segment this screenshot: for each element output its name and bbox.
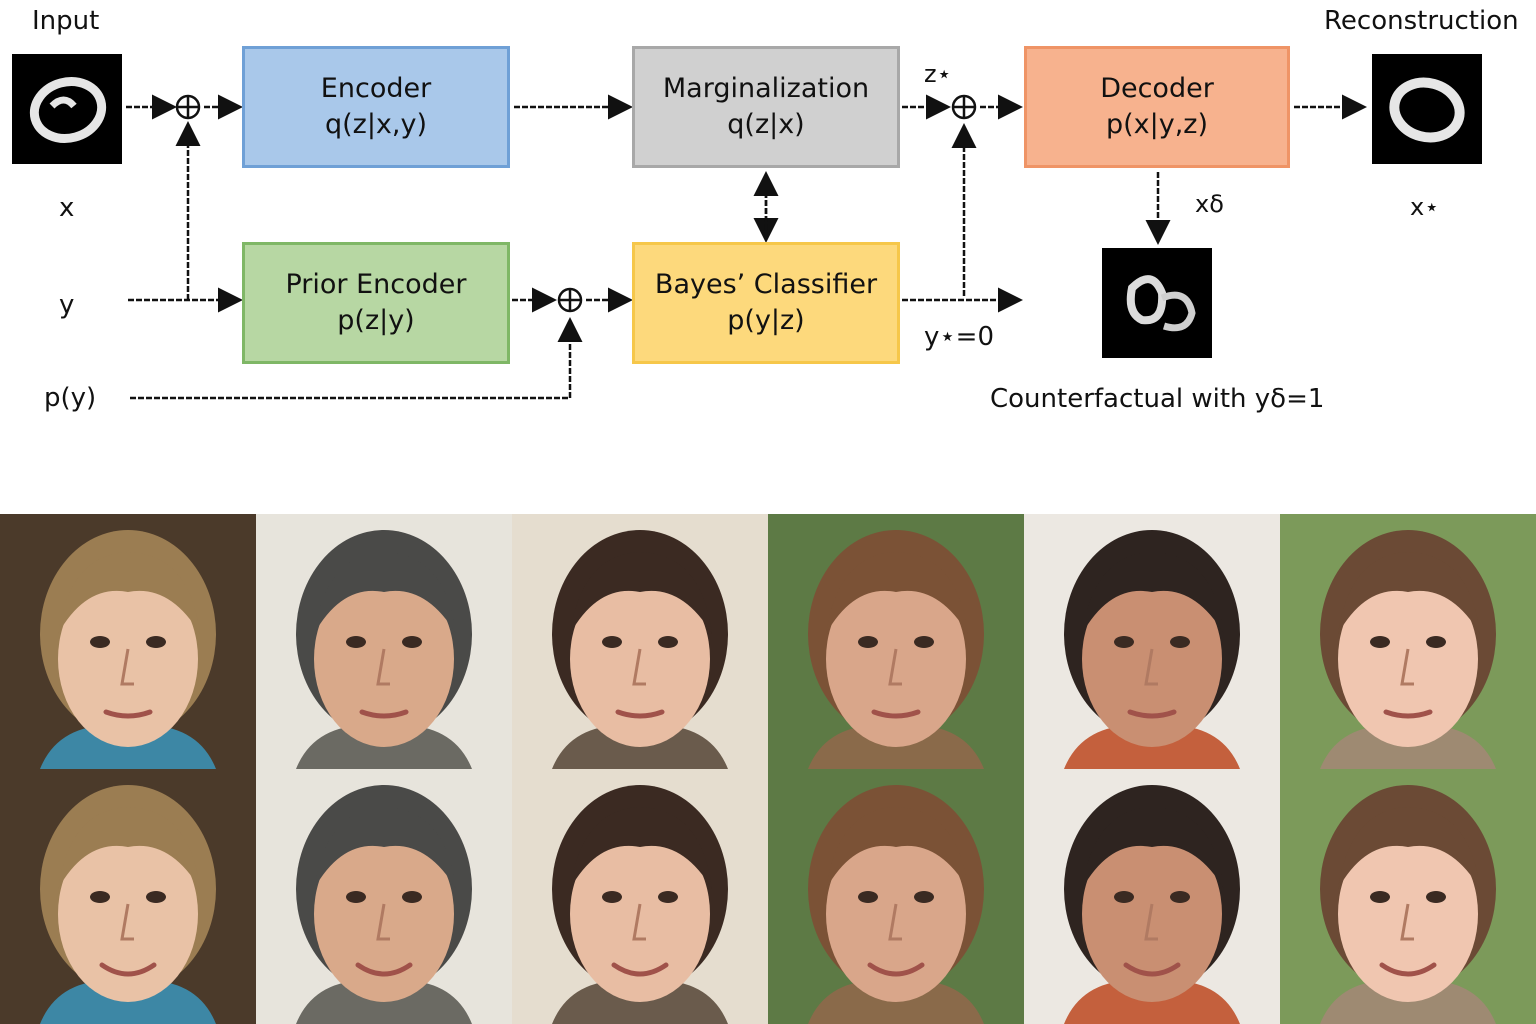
prior-encoder-title: Prior Encoder bbox=[285, 268, 467, 300]
face-photo bbox=[256, 514, 512, 769]
encoder-box: Encoder q(z|x,y) bbox=[242, 46, 510, 168]
counterfactual-digit-image bbox=[1102, 248, 1212, 358]
decoder-box: Decoder p(x|y,z) bbox=[1024, 46, 1290, 168]
y-label: y bbox=[59, 290, 75, 320]
face-photo bbox=[768, 769, 1024, 1024]
input-digit-image bbox=[12, 54, 122, 164]
x-label: x bbox=[59, 193, 75, 223]
face-grid bbox=[0, 514, 1536, 1024]
face-photo bbox=[1280, 514, 1536, 769]
reconstruction-digit-image bbox=[1372, 54, 1482, 164]
encoder-subtitle: q(z|x,y) bbox=[324, 109, 427, 140]
face-photo bbox=[512, 514, 768, 769]
prior-encoder-subtitle: p(z|y) bbox=[337, 305, 415, 336]
marginalization-subtitle: q(z|x) bbox=[727, 109, 805, 140]
prior-encoder-box: Prior Encoder p(z|y) bbox=[242, 242, 510, 364]
ystar-label: y⋆=0 bbox=[924, 322, 994, 352]
connector-arrows bbox=[126, 94, 1367, 400]
marginalization-box: Marginalization q(z|x) bbox=[632, 46, 900, 168]
bayes-classifier-box: Bayes’ Classifier p(y|z) bbox=[632, 242, 900, 364]
decoder-subtitle: p(x|y,z) bbox=[1105, 109, 1208, 140]
zstar-label: z⋆ bbox=[924, 60, 952, 88]
encoder-title: Encoder bbox=[320, 72, 432, 104]
xdelta-label: xδ bbox=[1195, 190, 1224, 218]
face-photo bbox=[1024, 514, 1280, 769]
face-photo bbox=[512, 769, 768, 1024]
bayes-classifier-title: Bayes’ Classifier bbox=[654, 268, 878, 300]
xstar-label: x⋆ bbox=[1410, 193, 1440, 221]
input-label: Input bbox=[32, 6, 100, 36]
face-photo bbox=[0, 514, 256, 769]
face-photo bbox=[768, 514, 1024, 769]
decoder-title: Decoder bbox=[1100, 72, 1214, 104]
reconstruction-label: Reconstruction bbox=[1324, 6, 1519, 36]
face-photo bbox=[256, 769, 512, 1024]
face-photo bbox=[1280, 769, 1536, 1024]
py-label: p(y) bbox=[44, 383, 97, 413]
marginalization-title: Marginalization bbox=[662, 72, 870, 104]
face-photo bbox=[0, 769, 256, 1024]
face-photo bbox=[1024, 769, 1280, 1024]
counterfactual-label: Counterfactual with yδ=1 bbox=[990, 384, 1325, 414]
bayes-classifier-subtitle: p(y|z) bbox=[727, 305, 805, 336]
cvae-diagram: Input Reconstruction x y p(y) z⋆ x⋆ xδ y… bbox=[0, 0, 1536, 480]
